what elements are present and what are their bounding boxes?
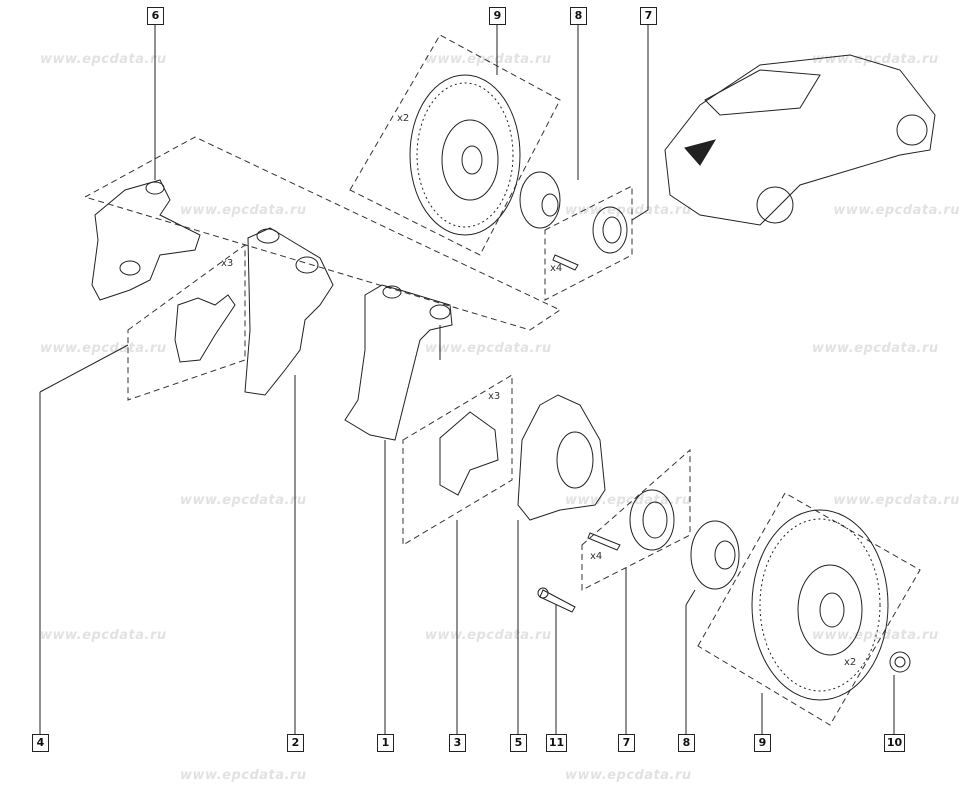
callout-8[interactable]: 8 — [678, 734, 695, 752]
callout-3[interactable]: 3 — [449, 734, 466, 752]
nut-10 — [889, 651, 911, 673]
mid-bolts-box — [402, 374, 513, 546]
watermark: www.epcdata.ru — [425, 52, 552, 67]
bearing-7 — [587, 489, 675, 551]
watermark: www.epcdata.ru — [425, 341, 552, 356]
callout-7-top[interactable]: 7 — [640, 7, 657, 25]
bearing-top-box — [544, 185, 633, 301]
group-boxes — [83, 34, 921, 726]
callout-4[interactable]: 4 — [32, 734, 49, 752]
bracket-4 — [174, 294, 236, 363]
watermark: www.epcdata.ru — [180, 768, 307, 783]
multiplier-bearing-bottom-bolts: x4 — [590, 551, 603, 562]
watermark: www.epcdata.ru — [40, 341, 167, 356]
watermark: www.epcdata.ru — [180, 203, 307, 218]
hub-8 — [690, 520, 740, 590]
watermark: www.epcdata.ru — [180, 493, 307, 508]
callout-11[interactable]: 11 — [546, 734, 567, 752]
callout-1[interactable]: 1 — [377, 734, 394, 752]
car-illustration — [664, 54, 936, 226]
disc-top-box — [349, 34, 561, 256]
watermark: www.epcdata.ru — [812, 628, 939, 643]
brake-disc-9 — [751, 509, 889, 701]
leader-lines — [39, 25, 895, 735]
lower-knuckle-1 — [344, 284, 453, 441]
watermark: www.epcdata.ru — [40, 52, 167, 67]
watermark: www.epcdata.ru — [833, 493, 960, 508]
callout-7[interactable]: 7 — [618, 734, 635, 752]
bearing-bottom-box — [581, 448, 691, 591]
bearing-top — [552, 206, 628, 271]
upper-arm-2 — [244, 227, 334, 396]
multiplier-upper-bolts: x3 — [221, 258, 234, 269]
knuckle-upper-6 — [91, 179, 201, 301]
callout-9[interactable]: 9 — [754, 734, 771, 752]
callout-9-top[interactable]: 9 — [489, 7, 506, 25]
watermark: www.epcdata.ru — [565, 493, 692, 508]
multiplier-mid-bolts: x3 — [488, 391, 501, 402]
callout-2[interactable]: 2 — [287, 734, 304, 752]
bolt-11 — [537, 587, 576, 613]
watermark: www.epcdata.ru — [812, 341, 939, 356]
watermark: www.epcdata.ru — [565, 203, 692, 218]
callout-5[interactable]: 5 — [510, 734, 527, 752]
bracket-3 — [439, 411, 499, 496]
callout-8-top[interactable]: 8 — [570, 7, 587, 25]
stub-axle-5 — [517, 394, 606, 521]
callout-6-top[interactable]: 6 — [147, 7, 164, 25]
callout-10[interactable]: 10 — [884, 734, 905, 752]
disc-bottom-box — [697, 492, 921, 726]
multiplier-disc-top-screws: x2 — [397, 113, 410, 124]
multiplier-disc-bottom-screws: x2 — [844, 657, 857, 668]
multiplier-bearing-top-bolts: x4 — [550, 263, 563, 274]
watermark: www.epcdata.ru — [40, 628, 167, 643]
watermark: www.epcdata.ru — [833, 203, 960, 218]
hub-top — [519, 171, 561, 229]
watermark: www.epcdata.ru — [565, 768, 692, 783]
brake-disc-top — [409, 74, 521, 236]
